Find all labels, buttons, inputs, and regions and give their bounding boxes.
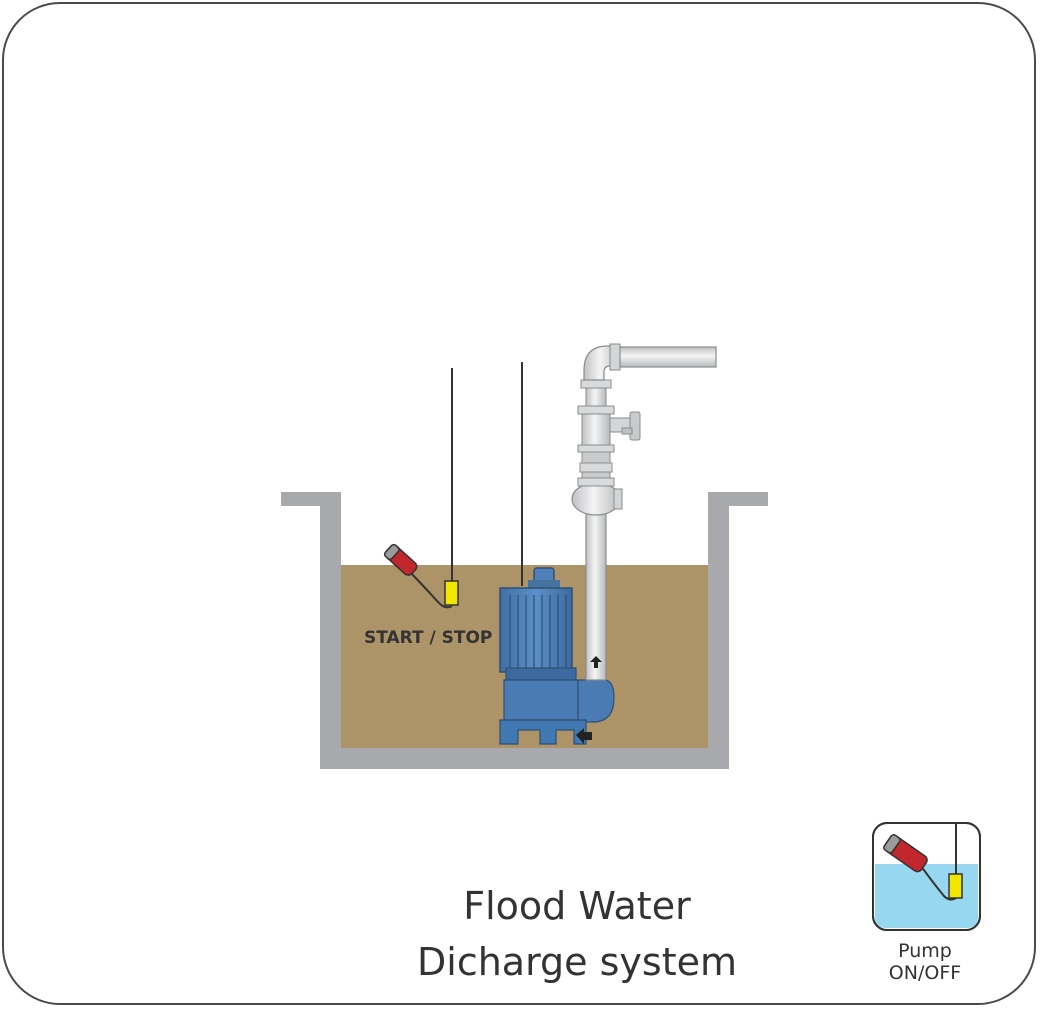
legend-label-line-2: ON/OFF xyxy=(888,962,962,984)
float-label: START / STOP xyxy=(364,628,492,648)
submersible-pump xyxy=(499,567,615,745)
legend-label: Pump ON/OFF xyxy=(860,940,990,984)
title-line-2: Dicharge system xyxy=(417,940,737,984)
diagram-title: Flood Water Dicharge system xyxy=(377,878,777,990)
start-stop-float-switch xyxy=(383,543,459,609)
legend-pump-on-off xyxy=(872,822,981,931)
float-switch-yellow-block xyxy=(444,580,459,606)
title-line-1: Flood Water xyxy=(463,884,691,928)
discharge-pipe xyxy=(571,343,717,681)
legend-yellow-block xyxy=(948,873,963,899)
legend-label-line-1: Pump xyxy=(898,940,952,962)
pit xyxy=(281,492,768,769)
pit-wall xyxy=(281,492,768,769)
flow-up-arrow-icon xyxy=(590,656,602,668)
gate-valve xyxy=(609,411,641,441)
flow-in-arrow-icon xyxy=(576,728,592,744)
